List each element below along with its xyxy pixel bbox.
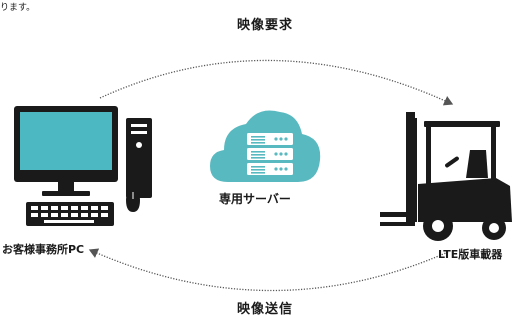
- send-label: 映像送信: [236, 302, 293, 317]
- pc-label: お客様事務所PC: [2, 243, 85, 256]
- request-arrow: [99, 59, 454, 106]
- text-fragment: ります。: [0, 3, 36, 13]
- forklift-icon: [380, 112, 512, 241]
- send-arrow: [88, 248, 449, 292]
- desktop-pc-icon: [14, 106, 152, 226]
- forklift-label: LTE版車載器: [438, 248, 503, 261]
- server-label: 専用サーバー: [219, 192, 291, 206]
- cloud-server-icon: [210, 110, 321, 182]
- request-label: 映像要求: [236, 18, 293, 33]
